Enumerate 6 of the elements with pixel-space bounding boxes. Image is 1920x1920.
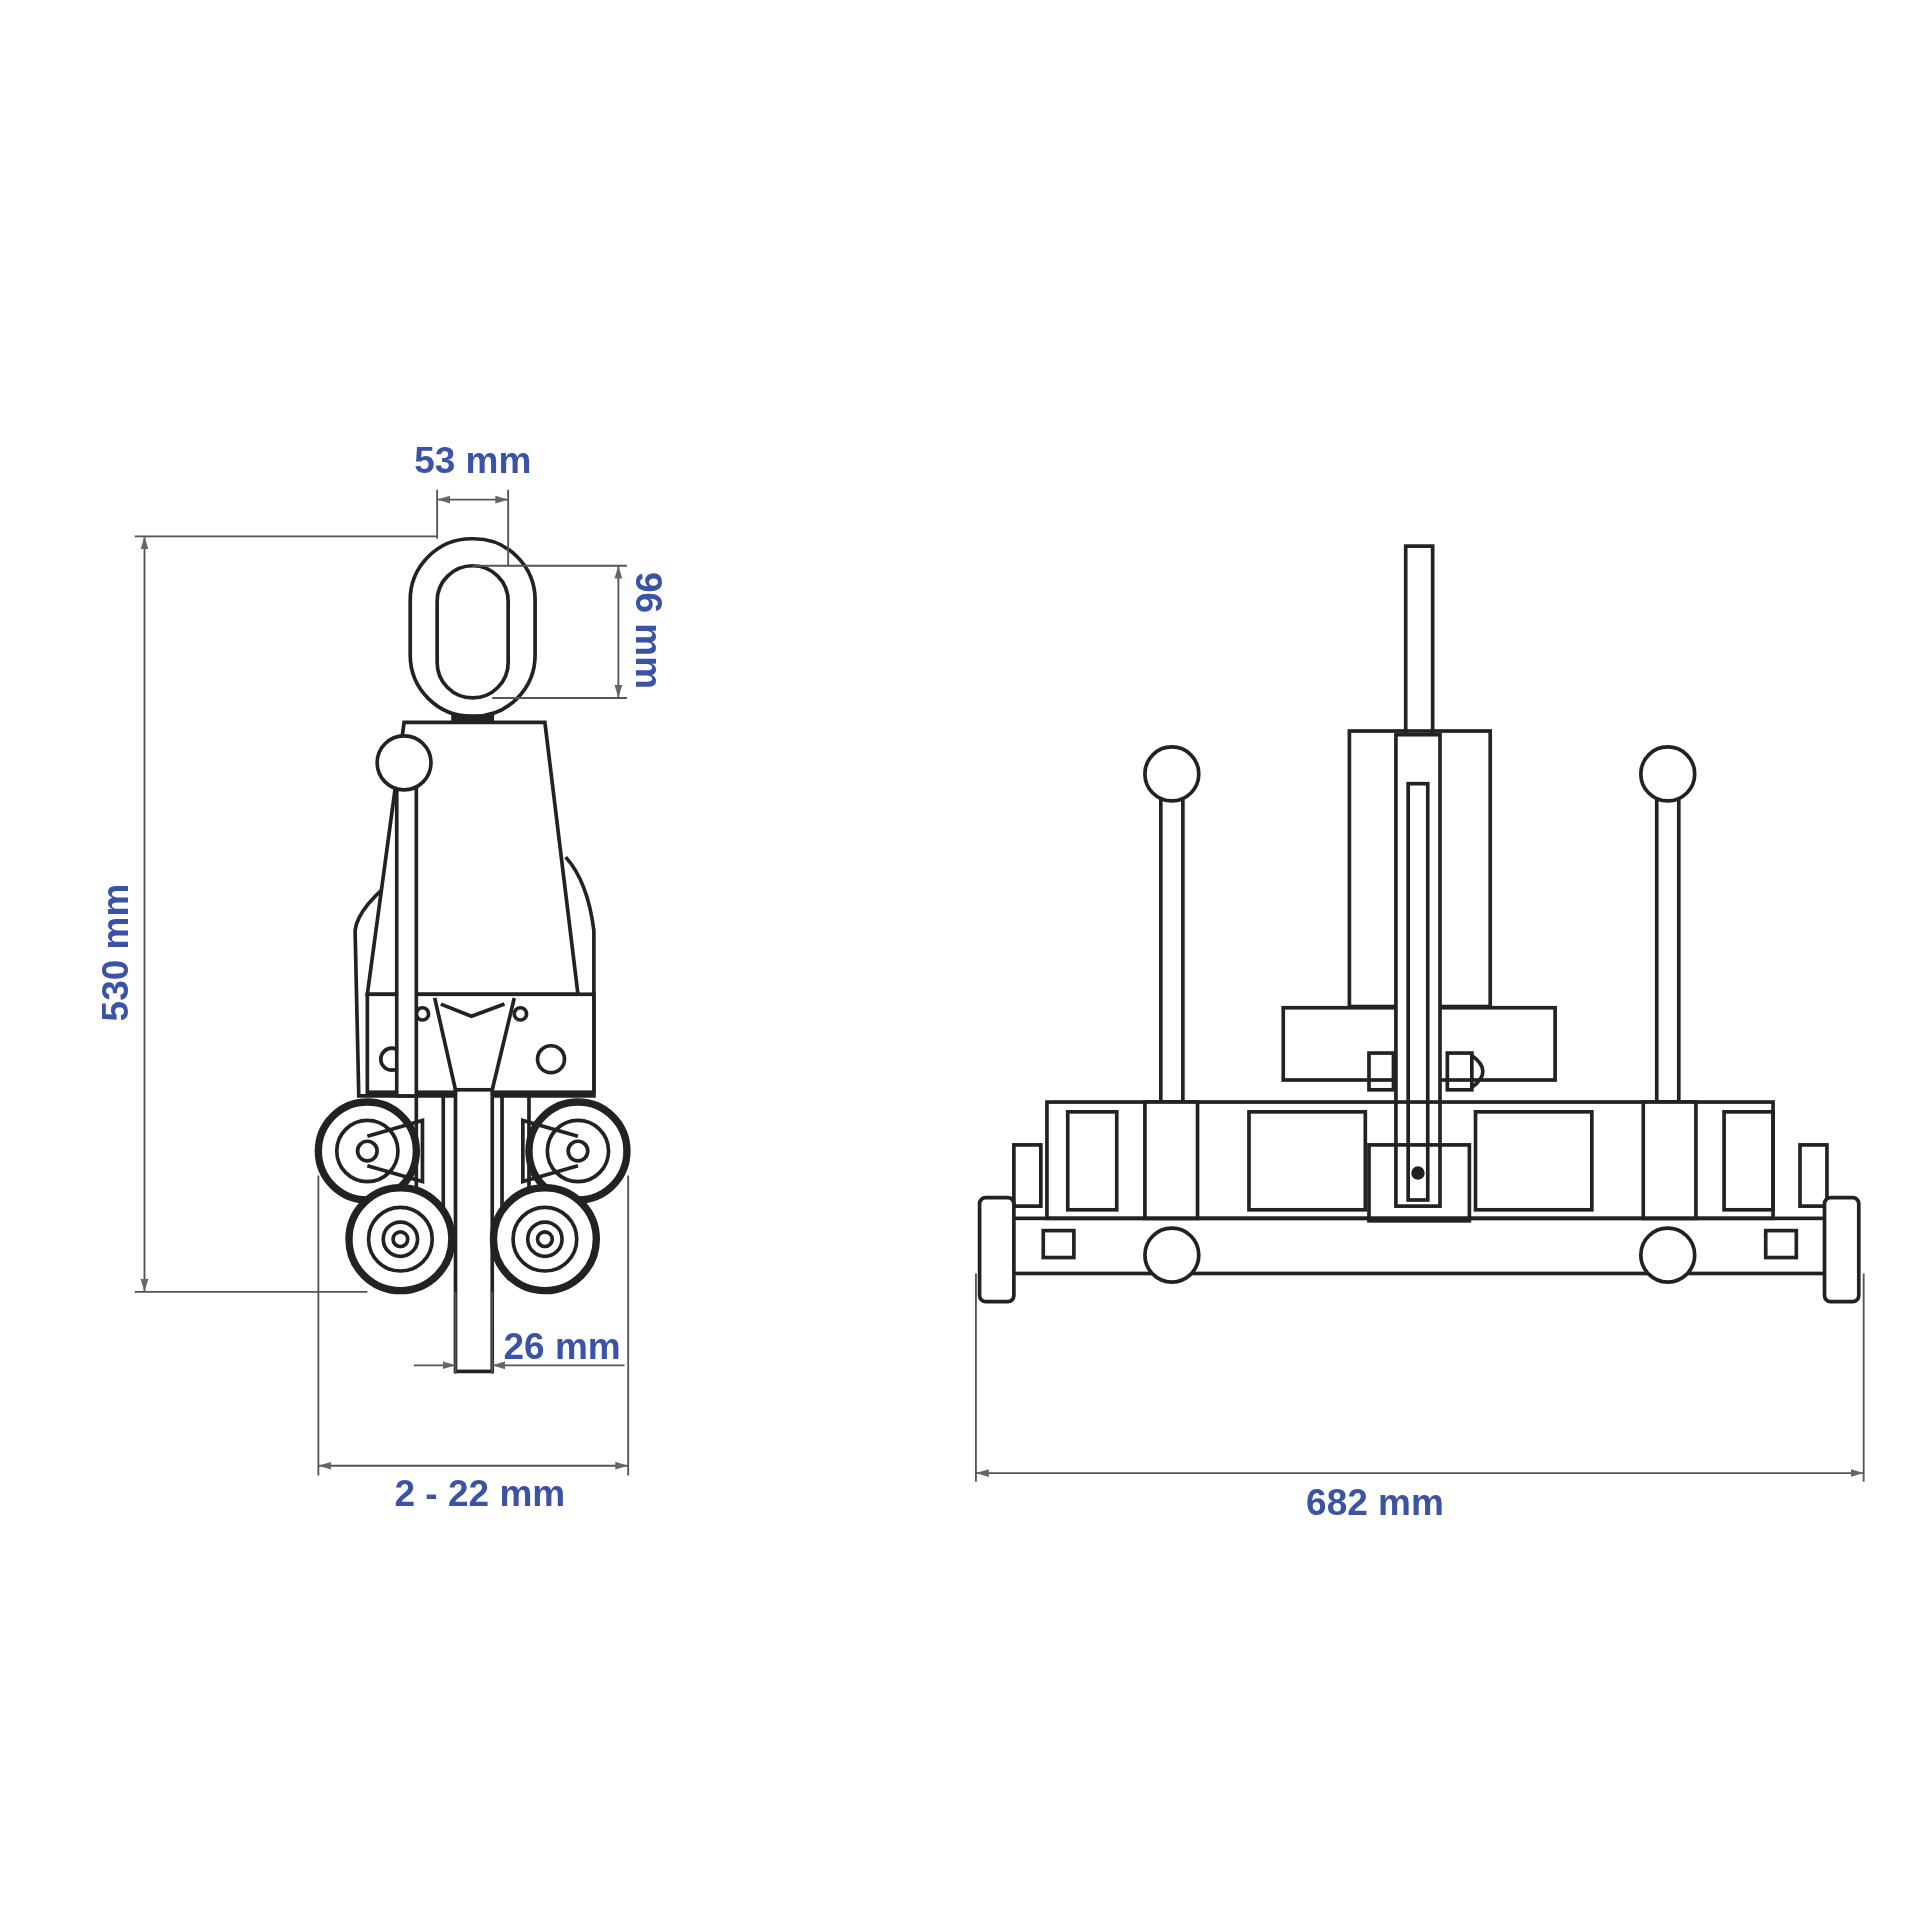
- dimension-label: 530 mm: [97, 883, 135, 1022]
- dimension-label: 96 mm: [630, 572, 668, 690]
- dimension-label: 26 mm: [503, 1328, 621, 1366]
- dimension-label: 682 mm: [1306, 1483, 1444, 1521]
- dimension-label: 53 mm: [414, 441, 532, 479]
- dimension-label: 2 - 22 mm: [394, 1475, 566, 1513]
